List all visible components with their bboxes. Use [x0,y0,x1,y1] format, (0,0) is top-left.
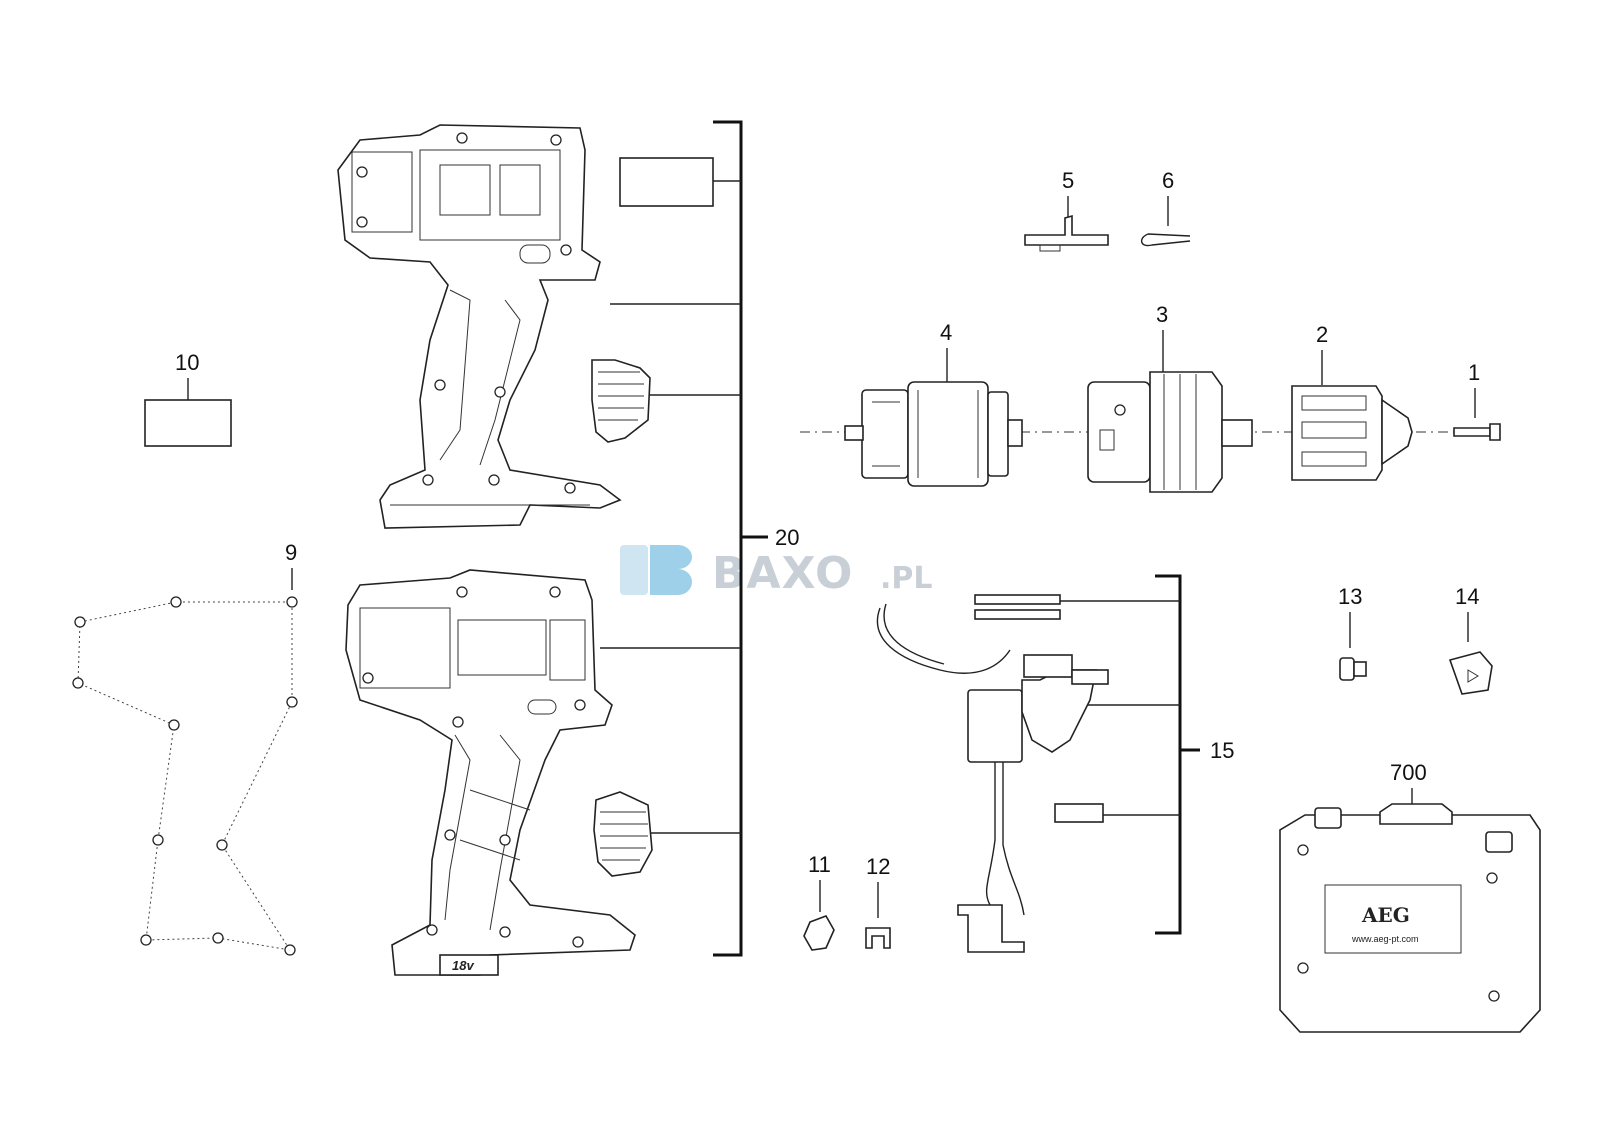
part-label-2: 2 [1316,322,1328,347]
watermark: BAXO .PL [620,545,933,599]
vent-grille-lower [593,791,653,877]
bracket-20: 20 [600,120,799,957]
vent-grille-upper [591,359,651,443]
part-6-spring-clip: 6 [1141,168,1191,247]
part-1-chuck-screw: 1 [1453,360,1501,441]
part-14-clip: 14 [1448,584,1493,695]
part-12: 12 [865,854,891,949]
part-700-carry-case: 700 AEG www.aeg-pt.com [1279,760,1541,1033]
case-brand-logo: AEG [1361,903,1410,927]
part-label-6: 6 [1162,168,1174,193]
part-label-3: 3 [1156,302,1168,327]
part-label-10: 10 [175,350,199,375]
bracket-15: 15 [1060,574,1234,935]
part-11: 11 [803,852,835,951]
part-13-screw: 13 [1338,584,1367,681]
housing-half-left [337,124,622,529]
part-label-13: 13 [1338,584,1362,609]
part-4-motor: 4 [844,320,1023,487]
part-label-1: 1 [1468,360,1480,385]
case-url: www.aeg-pt.com [1351,934,1419,944]
part-15-switch-assembly [876,594,1109,953]
part-label-14: 14 [1455,584,1479,609]
watermark-suffix: .PL [880,561,933,596]
label-sticker-20 [619,157,714,207]
voltage-badge: 18v [452,958,474,973]
part-label-20: 20 [775,525,799,550]
part-10-sticker: 10 [144,350,232,447]
housing-half-right: 18v [345,569,636,976]
part-label-12: 12 [866,854,890,879]
part-5-switch-slider: 5 [1024,168,1109,252]
part-9-screws: 9 [72,540,298,956]
part-label-700: 700 [1390,760,1427,785]
part-label-15: 15 [1210,738,1234,763]
part-3-gearbox: 3 [1087,302,1253,493]
part-label-4: 4 [940,320,952,345]
watermark-text: BAXO [712,548,853,599]
part-2-chuck: 2 [1291,322,1413,481]
part-label-9: 9 [285,540,297,565]
part-label-5: 5 [1062,168,1074,193]
part-label-11: 11 [808,852,831,877]
